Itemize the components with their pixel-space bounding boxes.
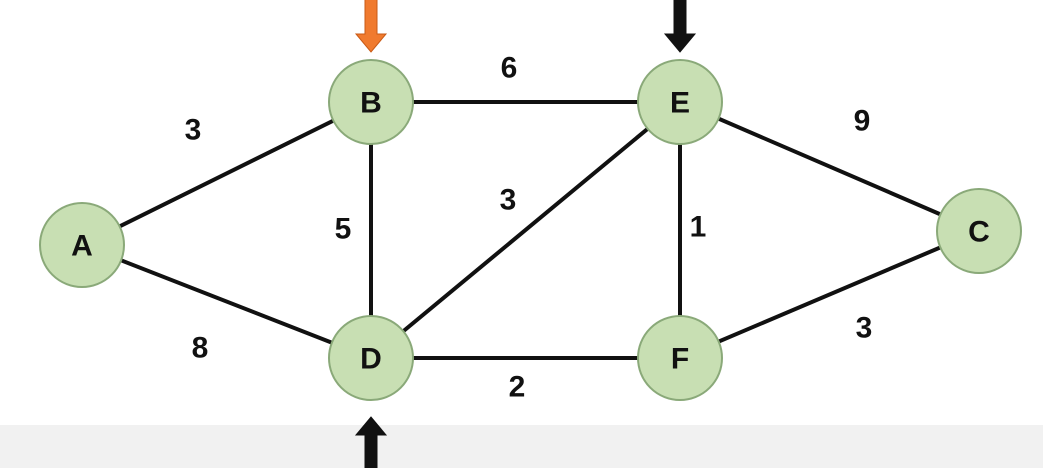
marker-arrow-E — [663, 0, 697, 53]
edge-weight-D-E: 3 — [500, 184, 517, 217]
bottom-band — [0, 425, 1043, 468]
nodes-layer: A B C D E F — [39, 59, 1022, 401]
edge-F-C — [678, 229, 981, 360]
weights-layer: 3 8 6 5 3 1 9 2 3 — [185, 52, 873, 404]
node-circle-D — [328, 315, 414, 401]
node-label-B: B — [360, 87, 382, 120]
node-circle-E — [637, 59, 723, 145]
edge-A-D — [80, 243, 373, 360]
edge-A-B — [80, 100, 373, 247]
node-circle-B — [328, 59, 414, 145]
edge-weight-D-F: 2 — [509, 371, 526, 404]
markers-layer — [354, 0, 697, 468]
edges-layer — [80, 100, 981, 360]
edge-weight-B-D: 5 — [335, 213, 352, 246]
edge-weight-A-B: 3 — [185, 114, 202, 147]
edge-E-C — [678, 100, 981, 233]
node-circle-F — [637, 315, 723, 401]
marker-arrow-D — [354, 416, 388, 468]
node-circle-A — [39, 202, 125, 288]
node-B: B — [328, 59, 414, 145]
node-label-A: A — [71, 230, 93, 263]
edge-D-E — [369, 100, 682, 360]
node-circle-C — [936, 188, 1022, 274]
marker-arrow-B — [354, 0, 388, 53]
edge-weight-E-C: 9 — [854, 105, 871, 138]
node-label-E: E — [670, 87, 690, 120]
node-C: C — [936, 188, 1022, 274]
edge-weight-B-E: 6 — [501, 52, 518, 85]
edge-weight-E-F: 1 — [690, 211, 707, 244]
edge-weight-A-D: 8 — [192, 332, 209, 365]
node-label-C: C — [968, 216, 990, 249]
node-label-D: D — [360, 343, 382, 376]
node-F: F — [637, 315, 723, 401]
edge-weight-F-C: 3 — [856, 312, 873, 345]
node-A: A — [39, 202, 125, 288]
node-E: E — [637, 59, 723, 145]
node-label-F: F — [671, 343, 689, 376]
node-D: D — [328, 315, 414, 401]
